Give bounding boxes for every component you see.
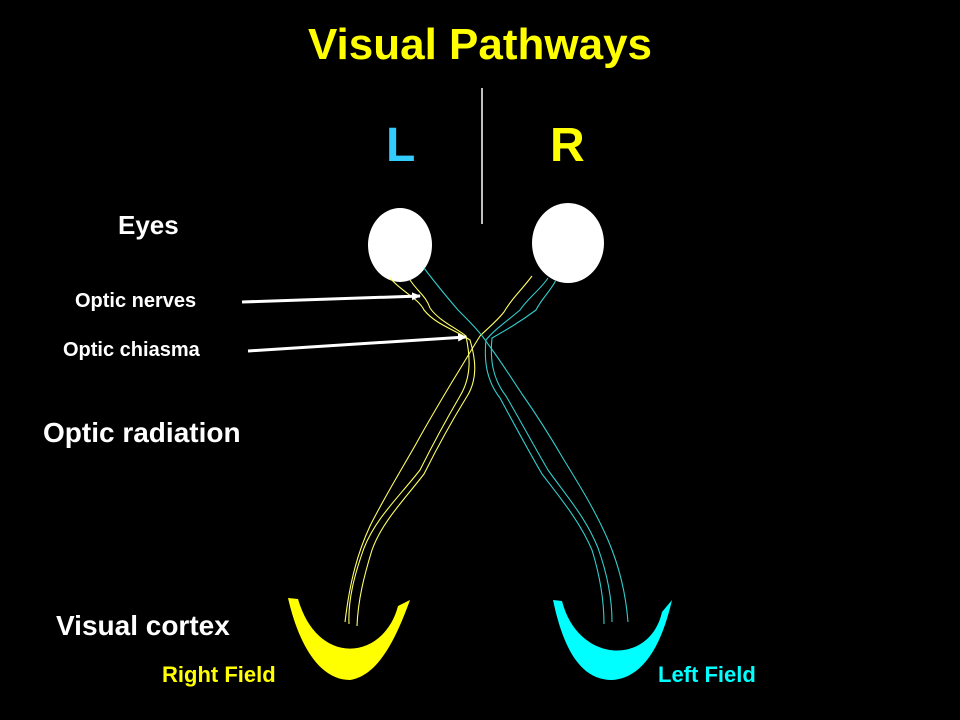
optic-radiation-label: Optic radiation: [43, 417, 241, 448]
right-eye: [532, 203, 604, 283]
left-field-label: Left Field: [658, 662, 756, 687]
diagram-title: Visual Pathways: [307, 20, 653, 69]
visual-cortex-label: Visual cortex: [56, 610, 230, 641]
eyes-label: Eyes: [118, 210, 179, 240]
right-field-cortex: [288, 598, 410, 680]
right-side-label: R: [550, 119, 585, 172]
left-eye: [368, 208, 432, 282]
optic-chiasma-arrow: [247, 333, 467, 353]
optic-nerves-label: Optic nerves: [75, 290, 197, 312]
optic-chiasma-label: Optic chiasma: [63, 339, 200, 361]
right-eye-pathway: [423, 267, 629, 625]
optic-nerves-arrow: [241, 292, 421, 304]
right-field-label: Right Field: [162, 662, 276, 687]
left-field-cortex: [553, 600, 672, 680]
left-eye-pathway: [344, 275, 533, 627]
left-side-label: L: [386, 119, 416, 172]
